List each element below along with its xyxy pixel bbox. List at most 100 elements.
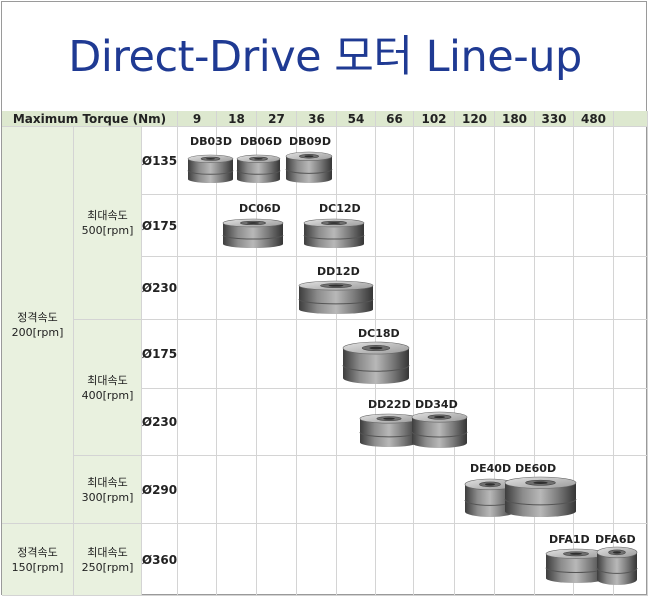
grid-cell [217, 320, 257, 389]
grid-cell [376, 456, 414, 524]
grid-cell [178, 524, 217, 596]
grid-cell [495, 127, 535, 195]
grid-cell [495, 389, 535, 456]
motor-model-label: DFA1D [549, 533, 590, 546]
grid-cell [297, 389, 337, 456]
torque-header-label: Maximum Torque (Nm) [2, 111, 178, 127]
grid-cell [257, 524, 297, 596]
grid-cell [574, 127, 614, 195]
motor-image [545, 548, 607, 588]
grid-cell [614, 524, 648, 596]
motor-model-label: DFA6D [595, 533, 636, 546]
grid-cell [574, 389, 614, 456]
motor-image [236, 154, 281, 188]
motor-image [342, 341, 410, 389]
grid-cell [535, 257, 574, 320]
grid-cell [574, 320, 614, 389]
torque-header-cell: 66 [376, 111, 414, 127]
grid-cell [257, 257, 297, 320]
motor-model-label: DC06D [239, 202, 281, 215]
grid-cell [217, 456, 257, 524]
torque-header-blank [614, 111, 648, 127]
torque-header-cell: 480 [574, 111, 614, 127]
motor-image [285, 151, 333, 188]
rated-speed-group: 정격속도 200[rpm] [2, 127, 74, 524]
max-speed-group: 최대속도 250[rpm] [74, 524, 142, 596]
grid-cell [178, 320, 217, 389]
grid-cell [414, 320, 455, 389]
page-title: Direct-Drive 모터 Line-up [68, 32, 582, 82]
motor-model-label: DB09D [289, 135, 331, 148]
motor-image [298, 280, 374, 319]
motor-image [359, 413, 419, 452]
motor-model-label: DC12D [319, 202, 361, 215]
grid-cell [495, 320, 535, 389]
motor-image [303, 218, 365, 253]
motor-image [504, 476, 577, 522]
torque-header-cell: 36 [297, 111, 337, 127]
grid-cell [297, 320, 337, 389]
motor-model-label: DB03D [190, 135, 232, 148]
grid-cell [455, 195, 495, 257]
grid-cell [257, 456, 297, 524]
max-speed-group: 최대속도 400[rpm] [74, 320, 142, 456]
max-speed-group: 최대속도 300[rpm] [74, 456, 142, 524]
grid-cell [257, 195, 297, 257]
grid-cell [614, 389, 648, 456]
torque-header-cell: 54 [337, 111, 376, 127]
grid-cell [414, 195, 455, 257]
grid-cell [535, 320, 574, 389]
motor-image [222, 218, 284, 253]
grid-cell [337, 127, 376, 195]
grid-cell [455, 127, 495, 195]
grid-cell [495, 195, 535, 257]
rated-speed-group: 정격속도 150[rpm] [2, 524, 74, 596]
grid-cell [376, 320, 414, 389]
diameter-cell: Ø230 [142, 257, 178, 320]
grid-cell [376, 524, 414, 596]
grid-cell [337, 257, 376, 320]
grid-cell [535, 127, 574, 195]
torque-header-cell: 9 [178, 111, 217, 127]
torque-header-cell: 27 [257, 111, 297, 127]
grid-cell [535, 389, 574, 456]
grid-cell [297, 524, 337, 596]
diameter-cell: Ø135 [142, 127, 178, 195]
grid-cell [495, 524, 535, 596]
diameter-cell: Ø360 [142, 524, 178, 596]
motor-model-label: DB06D [240, 135, 282, 148]
grid-cell [414, 456, 455, 524]
grid-cell [178, 389, 217, 456]
torque-header-cell: 180 [495, 111, 535, 127]
grid-cell [614, 320, 648, 389]
grid-cell [178, 456, 217, 524]
torque-header-cell: 18 [217, 111, 257, 127]
grid-cell [337, 524, 376, 596]
grid-cell [574, 195, 614, 257]
grid-cell [376, 127, 414, 195]
motor-model-label: DD34D [415, 398, 458, 411]
grid-cell [414, 127, 455, 195]
torque-header-cell: 120 [455, 111, 495, 127]
grid-cell [217, 257, 257, 320]
diameter-cell: Ø175 [142, 195, 178, 257]
motor-model-label: DC18D [358, 327, 400, 340]
grid-cell [455, 524, 495, 596]
torque-header-cell: 102 [414, 111, 455, 127]
motor-model-label: DD22D [368, 398, 411, 411]
motor-image [464, 478, 516, 522]
grid-cell [495, 257, 535, 320]
max-speed-group: 최대속도 500[rpm] [74, 127, 142, 320]
grid-cell [217, 524, 257, 596]
diameter-cell: Ø290 [142, 456, 178, 524]
motor-image [411, 411, 468, 453]
grid-cell [614, 257, 648, 320]
grid-cell [455, 320, 495, 389]
grid-cell [574, 257, 614, 320]
grid-cell [535, 195, 574, 257]
grid-cell [337, 456, 376, 524]
grid-cell [376, 257, 414, 320]
torque-header-cell: 330 [535, 111, 574, 127]
grid-cell [257, 320, 297, 389]
